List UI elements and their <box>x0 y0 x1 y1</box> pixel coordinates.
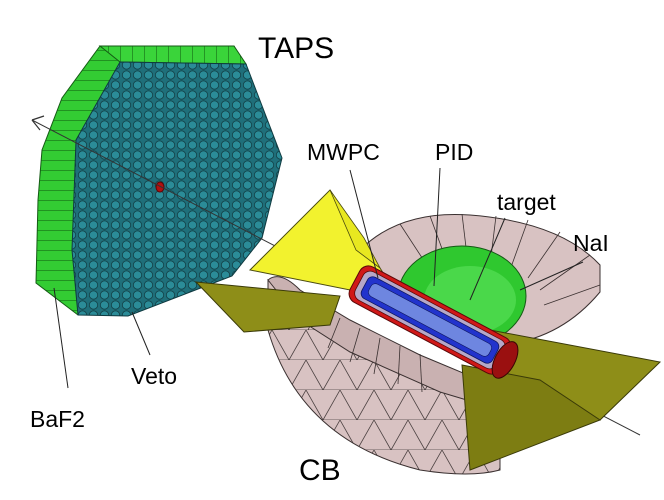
leader-baf2 <box>53 287 69 389</box>
taps-wall <box>35 45 283 317</box>
leader-mwpc <box>349 169 379 279</box>
leader-lines <box>53 167 584 389</box>
olive-wedge-lower <box>461 364 602 471</box>
veto-face <box>71 61 283 317</box>
label-target: target <box>497 189 556 215</box>
label-taps: TAPS <box>258 32 334 65</box>
label-mwpc: MWPC <box>307 139 380 165</box>
mwpc-pid-cylinder <box>348 265 519 379</box>
leader-target <box>469 217 506 301</box>
leader-nai <box>519 261 584 291</box>
baf2-crystal-top <box>98 45 247 65</box>
leader-veto <box>131 311 151 356</box>
label-cb: CB <box>299 454 341 487</box>
label-veto: Veto <box>131 363 177 389</box>
olive-wedge-left <box>194 281 341 333</box>
leader-pid <box>433 167 441 287</box>
yellow-wedge-upper-side <box>329 189 381 269</box>
beam-arrow-icon <box>31 115 45 131</box>
cylinder-end-cap <box>491 341 519 379</box>
label-nai: NaI <box>573 230 609 256</box>
label-baf2: BaF2 <box>30 406 85 432</box>
beam-hole <box>155 181 165 193</box>
label-pid: PID <box>435 139 473 165</box>
cb-lower-hemisphere <box>267 278 501 475</box>
target-cell <box>368 283 492 357</box>
